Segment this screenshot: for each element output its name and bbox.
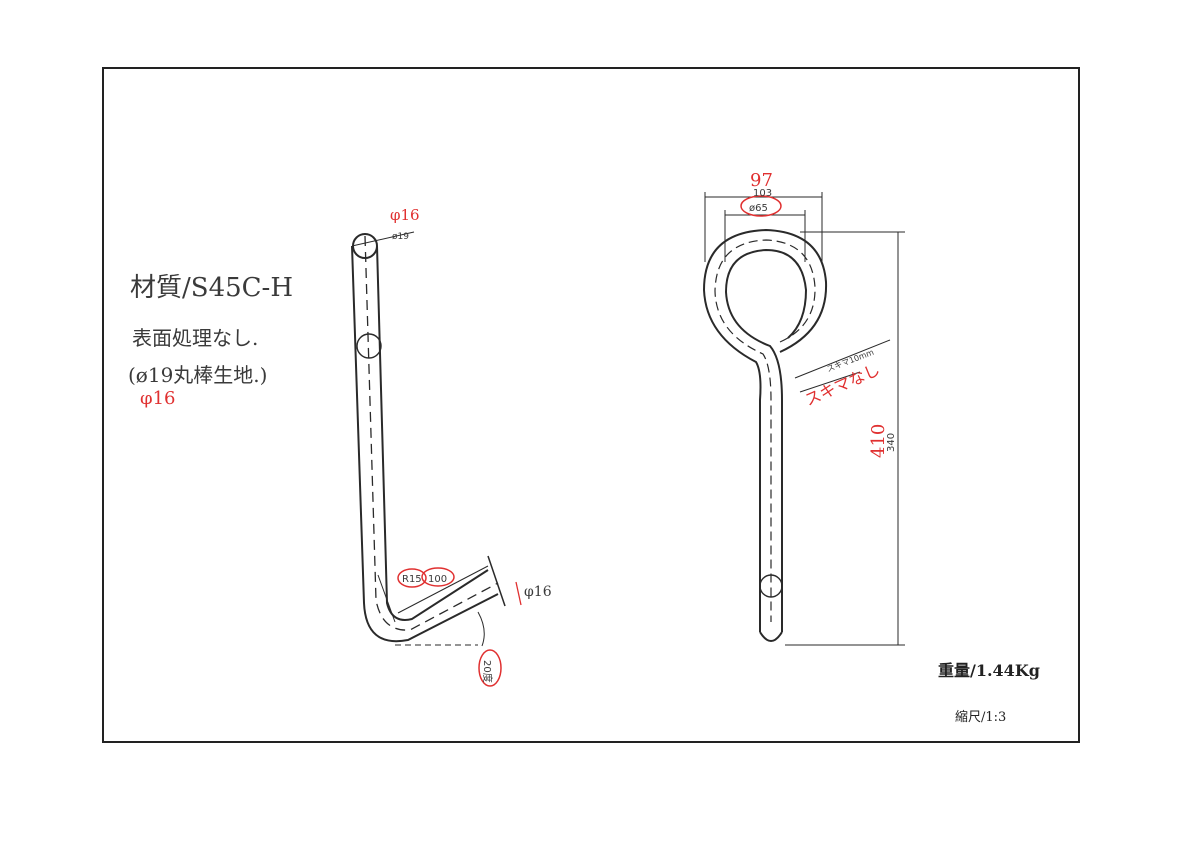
scale-label: 縮尺/1:3 xyxy=(955,709,1006,725)
left-dia-original: ø19 xyxy=(392,232,409,242)
angle-label: 20度 xyxy=(481,660,494,683)
height-revision-label: 410 xyxy=(868,424,889,458)
ring-dia-mark xyxy=(740,195,782,217)
leg-length-mark xyxy=(421,567,455,587)
surface-note: 表面処理なし. xyxy=(132,326,258,350)
rod-section-mark xyxy=(356,333,382,359)
bend-leader xyxy=(377,574,396,623)
weight-label: 重量/1.44Kg xyxy=(938,661,1040,680)
eye-inner xyxy=(724,248,808,632)
gap-leader xyxy=(794,339,891,379)
shank-section-mark xyxy=(759,574,783,598)
end-dia-label: φ16 xyxy=(524,584,552,600)
eye-outer xyxy=(702,228,828,632)
bend-radius-label: R15 xyxy=(402,574,422,585)
right-view xyxy=(702,192,905,646)
left-dia-revision: φ16 xyxy=(390,206,420,224)
dia-leader-top xyxy=(351,231,415,247)
angle-mark xyxy=(478,649,502,687)
drawing-frame xyxy=(102,67,1080,743)
height-original-label: 340 xyxy=(886,433,897,452)
end-dia-arrow xyxy=(515,581,522,606)
stock-revision: φ16 xyxy=(140,388,176,409)
width-original-label: 103 xyxy=(753,188,772,199)
stock-note: (ø19丸棒生地.) xyxy=(128,363,267,387)
material-note: 材質/S45C-H xyxy=(130,273,293,303)
rod-centerline xyxy=(364,235,499,631)
rod-outline-outer xyxy=(351,245,499,643)
leg-dim-line xyxy=(397,565,489,614)
bend-radius-mark xyxy=(397,568,427,588)
width-revision-label: 97 xyxy=(750,170,773,191)
shank-end xyxy=(759,631,783,642)
rod-outline-inner xyxy=(376,245,489,621)
angle-arc xyxy=(477,611,485,647)
left-view xyxy=(351,231,522,647)
ring-dia-label: ø65 xyxy=(749,203,768,214)
gap-leader-2 xyxy=(799,371,861,393)
leg-length-label: 100 xyxy=(428,574,447,585)
eye-centerline xyxy=(714,239,816,622)
rod-end-cut xyxy=(487,555,506,607)
